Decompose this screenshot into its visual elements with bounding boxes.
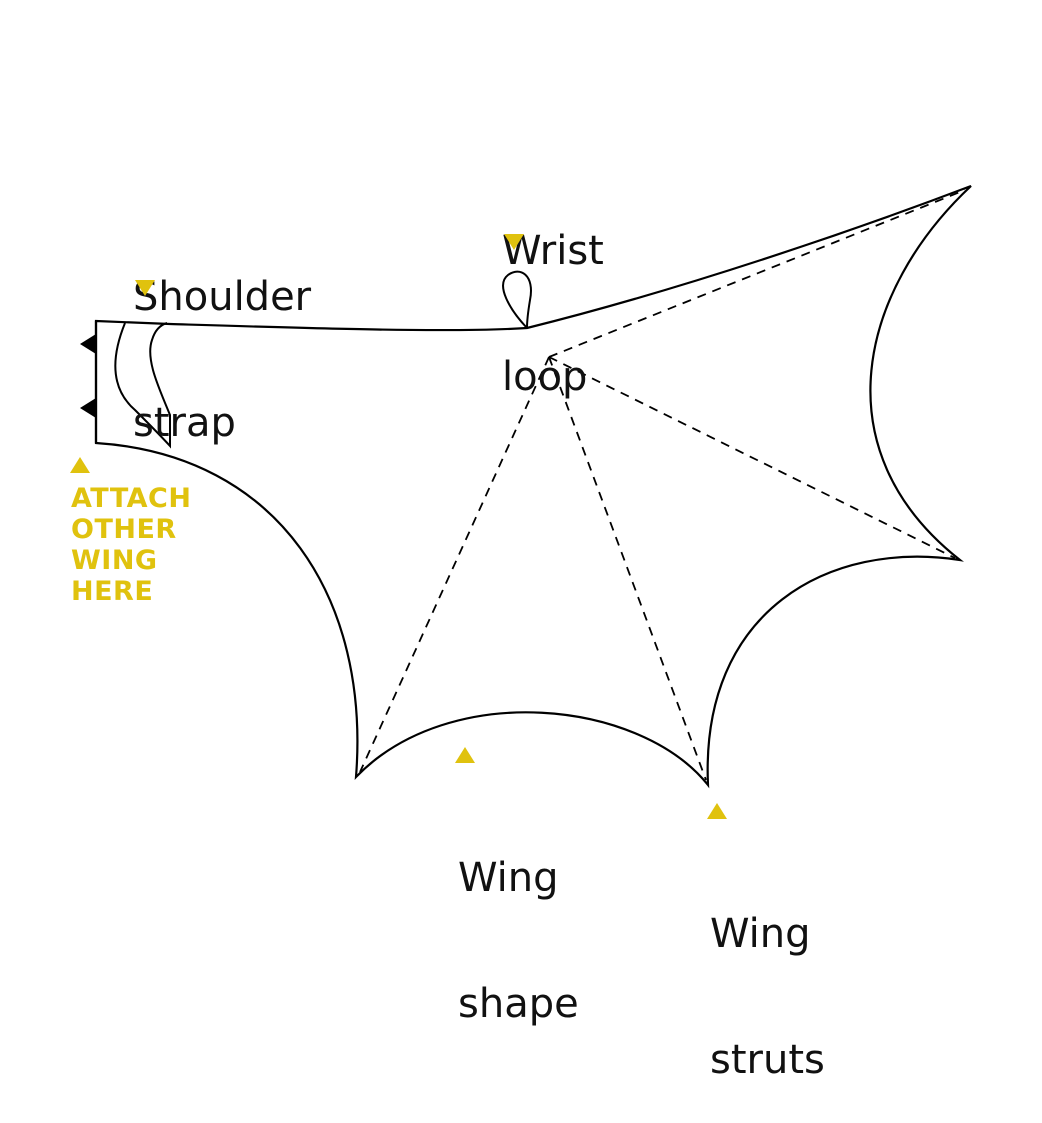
bat-wing-diagram: [80, 184, 972, 789]
shoulder-strap-line2: strap: [133, 400, 236, 446]
strut-lower-right: [548, 356, 707, 781]
wrist-loop-line2: loop: [502, 354, 588, 400]
shoulder-strap-marker-icon: [135, 280, 155, 296]
attach-marker-icon: [70, 457, 90, 473]
strut-right: [548, 356, 956, 559]
wing-struts-label: Wing struts: [710, 829, 825, 1123]
attach-other-wing-label: ATTACH OTHER WING HERE: [71, 483, 191, 607]
shoulder-strap-label: Shoulder strap: [133, 192, 311, 486]
wing-struts-marker-icon: [707, 803, 727, 819]
wrist-loop: [502, 270, 532, 329]
attach-line3: WING: [71, 545, 158, 576]
strut-top: [548, 189, 966, 358]
strut-lower-left: [359, 356, 550, 773]
wrist-loop-label: Wrist loop: [502, 146, 604, 440]
shoulder-strap-line1: Shoulder: [133, 274, 312, 320]
shoulder-strap: [114, 322, 171, 449]
wing-struts: [359, 189, 966, 781]
wing-shape-label: Wing shape: [458, 773, 579, 1067]
attach-line4: HERE: [71, 576, 154, 607]
wrist-loop-marker-icon: [504, 234, 524, 250]
wing-struts-line1: Wing: [710, 911, 811, 957]
attach-notch-top-icon: [80, 334, 96, 354]
wing-struts-line2: struts: [710, 1037, 825, 1083]
wing-shape-marker-icon: [455, 747, 475, 763]
wing-shape-line1: Wing: [458, 855, 559, 901]
attach-notch-bottom-icon: [80, 398, 96, 418]
wing-outline: [94, 184, 972, 789]
wing-shape-line2: shape: [458, 981, 579, 1027]
attach-line2: OTHER: [71, 514, 177, 545]
attach-line1: ATTACH: [71, 483, 192, 514]
